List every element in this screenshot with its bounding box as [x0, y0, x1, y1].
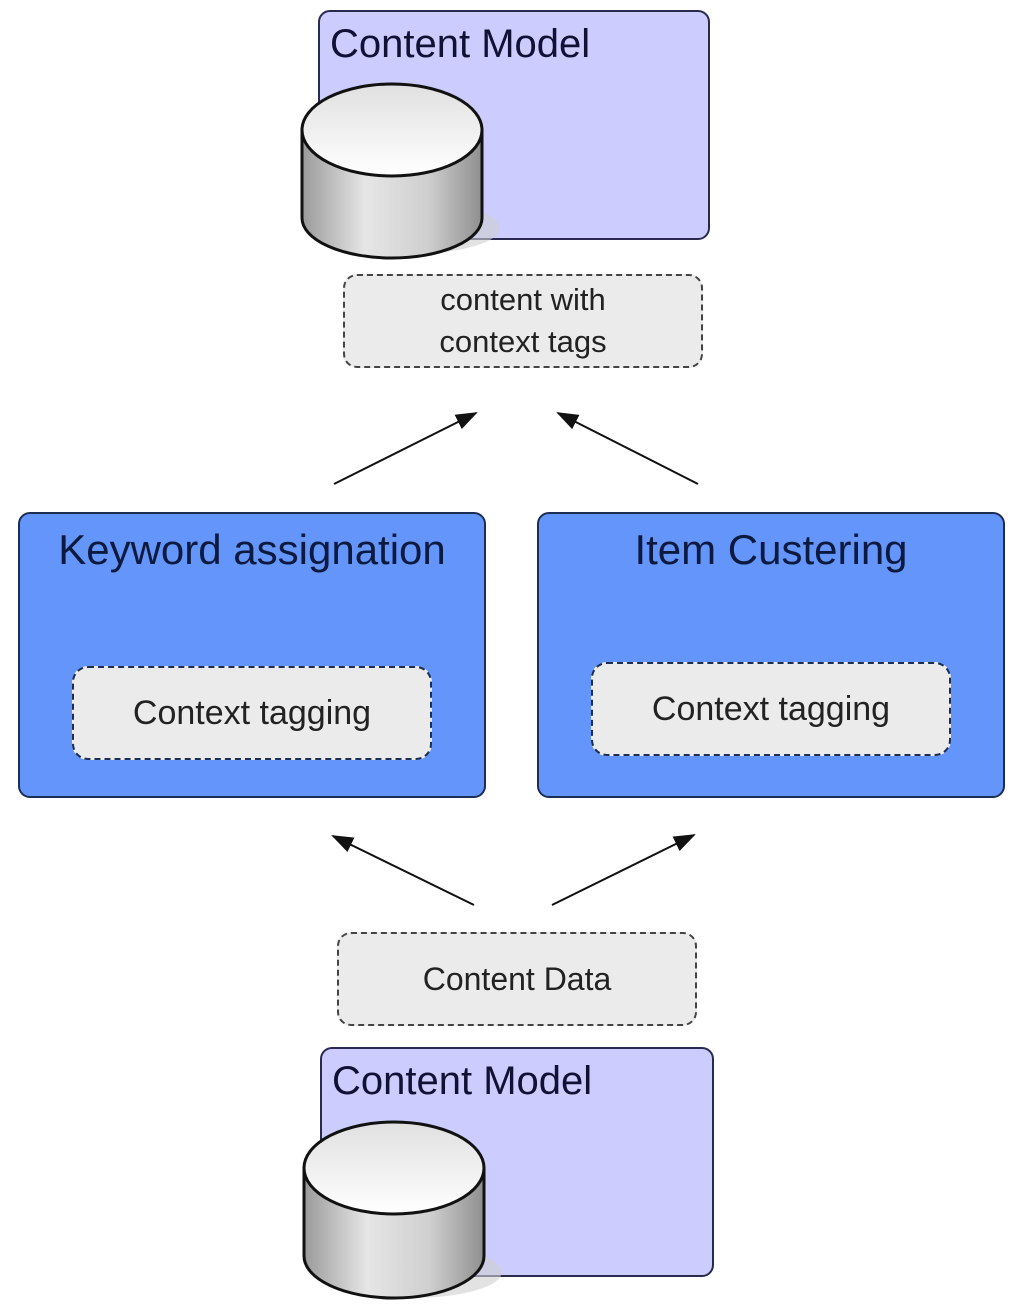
output-tag-line1: content with	[440, 282, 606, 317]
context-tagging-box-left: Context tagging	[72, 666, 432, 760]
input-tag-label: Content Data	[422, 960, 612, 997]
arrow-input-to-clustering	[551, 834, 696, 906]
process-item-clustering-title: Item Custering	[634, 526, 908, 573]
database-icon	[302, 1120, 502, 1300]
top-content-model-title: Content Model	[330, 22, 591, 66]
process-keyword-assignation-title: Keyword assignation	[58, 526, 446, 573]
arrow-input-to-keyword	[331, 835, 475, 906]
process-keyword-assignation: Keyword assignation Context tagging	[18, 512, 486, 798]
database-icon	[300, 82, 500, 260]
arrow-keyword-to-output	[333, 412, 478, 485]
input-tag-box: Content Data	[337, 932, 697, 1026]
output-tag-line2: context tags	[439, 324, 607, 359]
output-tag-box: content with context tags	[343, 274, 703, 368]
context-tagging-label-right: Context tagging	[651, 689, 891, 728]
arrow-clustering-to-output	[556, 412, 699, 485]
context-tagging-label-left: Context tagging	[132, 693, 372, 732]
context-tagging-box-right: Context tagging	[591, 662, 951, 756]
bottom-content-model-title: Content Model	[332, 1059, 593, 1103]
process-item-clustering: Item Custering Context tagging	[537, 512, 1005, 798]
